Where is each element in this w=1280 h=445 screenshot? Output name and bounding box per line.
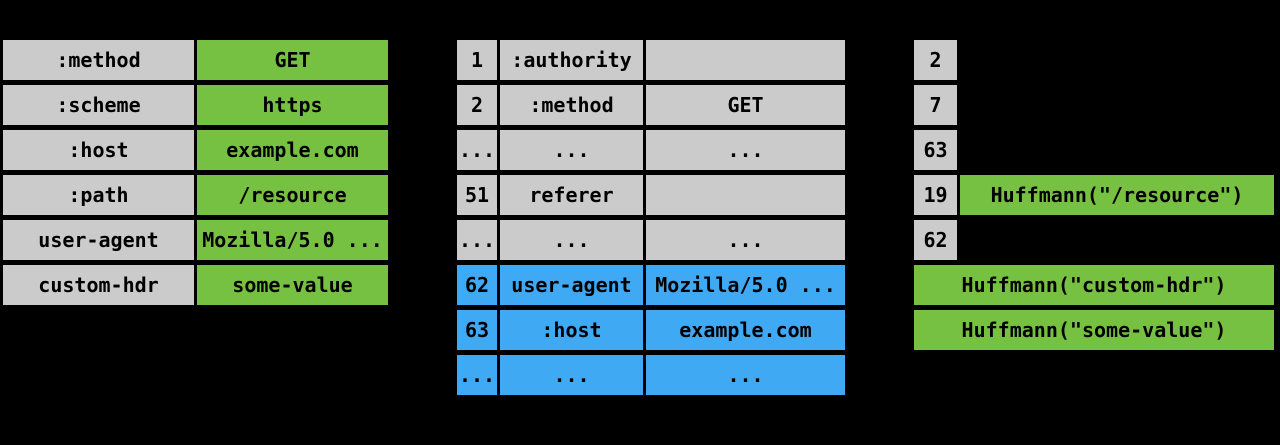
encoded-item: 2 [914, 40, 1274, 80]
index-cell: ... [457, 355, 497, 395]
huffman-literal-cell: Huffmann("some-value") [914, 310, 1274, 350]
value-cell: ... [646, 220, 845, 260]
name-cell: ... [500, 130, 643, 170]
encoded-index-cell: 63 [914, 130, 957, 170]
value-cell: ... [646, 355, 845, 395]
header-name-cell: :host [3, 130, 194, 170]
encoded-item: 7 [914, 85, 1274, 125]
header-row: :path /resource [3, 175, 388, 215]
header-name-cell: :method [3, 40, 194, 80]
encoded-item: 63 [914, 130, 1274, 170]
huffman-literal-cell: Huffmann("/resource") [960, 175, 1274, 215]
header-name-cell: :scheme [3, 85, 194, 125]
name-cell: user-agent [500, 265, 643, 305]
encoded-index-cell: 7 [914, 85, 957, 125]
index-cell: 63 [457, 310, 497, 350]
header-value-cell: some-value [197, 265, 388, 305]
header-row: user-agent Mozilla/5.0 ... [3, 220, 388, 260]
index-cell: 1 [457, 40, 497, 80]
encoded-index-cell: 62 [914, 220, 957, 260]
value-cell: ... [646, 130, 845, 170]
name-cell: :method [500, 85, 643, 125]
name-cell: ... [500, 355, 643, 395]
header-name-cell: user-agent [3, 220, 194, 260]
index-table-row-static: ... ... ... [457, 130, 845, 170]
index-cell: ... [457, 220, 497, 260]
index-table-row-dynamic: 62 user-agent Mozilla/5.0 ... [457, 265, 845, 305]
header-row: :host example.com [3, 130, 388, 170]
encoded-item: 19 Huffmann("/resource") [914, 175, 1274, 215]
header-index-table: 1 :authority 2 :method GET ... ... ... 5… [457, 40, 845, 395]
encoded-item: Huffmann("some-value") [914, 310, 1274, 350]
name-cell: :authority [500, 40, 643, 80]
header-row: :method GET [3, 40, 388, 80]
name-cell: referer [500, 175, 643, 215]
index-cell: 51 [457, 175, 497, 215]
header-name-cell: :path [3, 175, 194, 215]
header-value-cell: GET [197, 40, 388, 80]
encoded-headers: 2 7 63 19 Huffmann("/resource") 62 Huffm… [914, 40, 1274, 350]
encoded-index-cell: 19 [914, 175, 957, 215]
header-value-cell: https [197, 85, 388, 125]
index-cell: 2 [457, 85, 497, 125]
index-cell: ... [457, 130, 497, 170]
index-table-row-static: ... ... ... [457, 220, 845, 260]
encoded-item: 62 [914, 220, 1274, 260]
index-table-row-static: 1 :authority [457, 40, 845, 80]
header-row: custom-hdr some-value [3, 265, 388, 305]
value-cell: GET [646, 85, 845, 125]
header-value-cell: example.com [197, 130, 388, 170]
value-cell [646, 40, 845, 80]
request-headers-table: :method GET :scheme https :host example.… [3, 40, 388, 305]
index-cell: 62 [457, 265, 497, 305]
index-table-row-static: 51 referer [457, 175, 845, 215]
value-cell: Mozilla/5.0 ... [646, 265, 845, 305]
name-cell: :host [500, 310, 643, 350]
index-table-row-dynamic: ... ... ... [457, 355, 845, 395]
index-table-row-static: 2 :method GET [457, 85, 845, 125]
value-cell: example.com [646, 310, 845, 350]
header-value-cell: Mozilla/5.0 ... [197, 220, 388, 260]
huffman-literal-cell: Huffmann("custom-hdr") [914, 265, 1274, 305]
header-value-cell: /resource [197, 175, 388, 215]
header-name-cell: custom-hdr [3, 265, 194, 305]
header-row: :scheme https [3, 85, 388, 125]
value-cell [646, 175, 845, 215]
encoded-item: Huffmann("custom-hdr") [914, 265, 1274, 305]
index-table-row-dynamic: 63 :host example.com [457, 310, 845, 350]
name-cell: ... [500, 220, 643, 260]
encoded-index-cell: 2 [914, 40, 957, 80]
